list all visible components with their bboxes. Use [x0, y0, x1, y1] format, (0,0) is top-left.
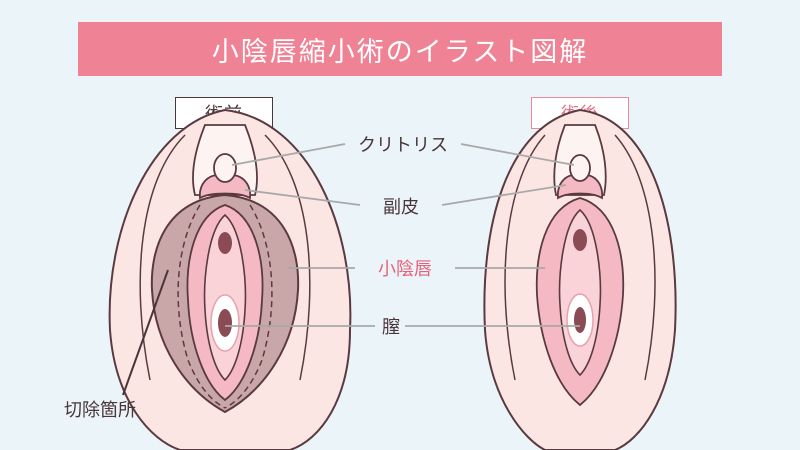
before-inner-fold-left — [139, 134, 186, 381]
after-urethra — [573, 229, 587, 251]
leader-hood-left — [244, 189, 361, 206]
after-vaginal-opening — [574, 307, 586, 333]
before-inner-fold-right — [264, 134, 311, 381]
after-inner-fold-left — [504, 134, 546, 381]
before-cut-line-right — [224, 204, 273, 409]
after-clitoral-hood — [557, 174, 603, 200]
leader-hood-right — [441, 184, 567, 206]
before-figure — [108, 108, 352, 450]
leader-excision — [122, 269, 169, 396]
after-inner-fold-right — [614, 134, 656, 381]
after-figure — [483, 108, 677, 450]
leader-lines — [225, 143, 580, 327]
label-labia-minora: 小陰唇 — [378, 259, 432, 280]
before-vaginal-opening — [218, 309, 232, 337]
label-vagina: 膣 — [382, 317, 400, 338]
label-clitoris: クリトリス — [358, 135, 448, 156]
label-hood: 副皮 — [383, 197, 419, 218]
title-banner: 小陰唇縮小術のイラスト図解 — [78, 22, 722, 76]
label-excision: 切除箇所 — [64, 400, 136, 421]
leader-clitoris-left — [231, 143, 346, 166]
after-clitoris-shape — [569, 154, 591, 182]
leader-clitoris-right — [460, 143, 575, 166]
before-clitoral-hood — [199, 174, 251, 200]
before-cut-line-left — [177, 204, 226, 409]
before-clitoris-shape — [213, 153, 237, 183]
before-urethra — [218, 232, 232, 254]
diagram-title: 小陰唇縮小術のイラスト図解 — [211, 36, 589, 68]
